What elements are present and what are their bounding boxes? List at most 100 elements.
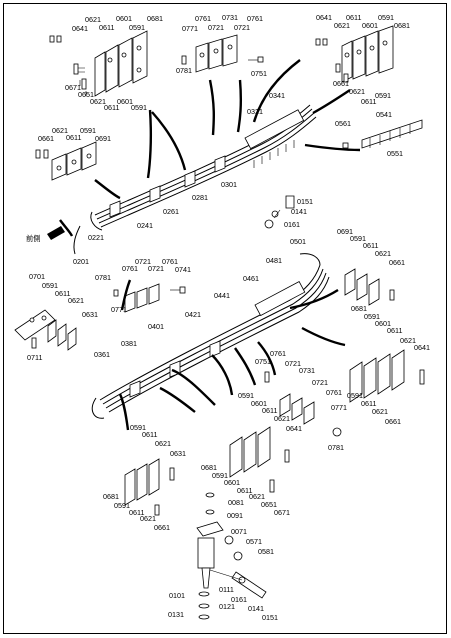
- clamp-group-bottom-middle: [229, 426, 290, 493]
- part-label-0441: 0441: [214, 291, 230, 300]
- part-label-0321: 0321: [247, 107, 263, 116]
- part-label-0781: 0781: [176, 66, 192, 75]
- part-label-0591: 0591: [129, 23, 145, 32]
- part-label-0081: 0081: [228, 498, 244, 507]
- part-label-0601: 0601: [375, 319, 391, 328]
- part-label-0621: 0621: [334, 21, 350, 30]
- part-label-0421: 0421: [185, 310, 201, 319]
- part-label-0591: 0591: [347, 391, 363, 400]
- part-label-0651: 0651: [78, 90, 94, 99]
- part-label-0641: 0641: [414, 343, 430, 352]
- part-label-0611: 0611: [363, 241, 378, 250]
- part-label-0201: 0201: [73, 257, 89, 266]
- part-label-0671: 0671: [274, 508, 290, 517]
- upper-fuel-pipe-assembly: [73, 104, 317, 255]
- front-direction-marker: 前側: [26, 226, 65, 243]
- part-label-0621: 0621: [249, 492, 265, 501]
- part-label-0621: 0621: [52, 126, 68, 135]
- part-label-0621: 0621: [375, 249, 391, 258]
- part-label-0751: 0751: [251, 69, 267, 78]
- part-label-0701: 0701: [29, 272, 45, 281]
- part-label-0151: 0151: [262, 613, 278, 622]
- clamp-group-lower-left: [14, 309, 77, 351]
- clamp-group-right-lower: [349, 349, 425, 403]
- part-label-0601: 0601: [116, 14, 132, 23]
- part-label-0301: 0301: [221, 180, 237, 189]
- part-label-0721: 0721: [312, 378, 328, 387]
- part-label-0621: 0621: [85, 15, 101, 24]
- part-label-0591: 0591: [350, 234, 366, 243]
- part-label-0621: 0621: [274, 414, 290, 423]
- part-label-0661: 0661: [38, 134, 54, 143]
- part-label-0761: 0761: [270, 349, 286, 358]
- part-label-0461: 0461: [243, 274, 259, 283]
- part-label-0771: 0771: [182, 24, 198, 33]
- part-label-0401: 0401: [148, 322, 164, 331]
- part-label-0771: 0771: [331, 403, 347, 412]
- part-label-0221: 0221: [88, 233, 104, 242]
- part-label-0681: 0681: [394, 21, 410, 30]
- part-label-0691: 0691: [337, 227, 353, 236]
- part-label-0591: 0591: [238, 391, 254, 400]
- part-label-0751: 0751: [255, 357, 271, 366]
- part-label-0611: 0611: [55, 289, 70, 298]
- part-label-0681: 0681: [201, 463, 217, 472]
- part-label-0611: 0611: [142, 430, 157, 439]
- part-label-0071: 0071: [231, 527, 247, 536]
- part-label-0561: 0561: [335, 119, 351, 128]
- part-label-0761: 0761: [195, 14, 211, 23]
- part-label-0611: 0611: [262, 406, 277, 415]
- part-label-0721: 0721: [234, 23, 250, 32]
- part-label-0761: 0761: [326, 388, 342, 397]
- part-label-0481: 0481: [266, 256, 282, 265]
- part-label-0731: 0731: [299, 366, 315, 375]
- part-label-0601: 0601: [224, 478, 240, 487]
- part-label-0621: 0621: [68, 296, 84, 305]
- part-label-0641: 0641: [286, 424, 302, 433]
- part-label-0631: 0631: [82, 310, 98, 319]
- part-label-0541: 0541: [376, 110, 392, 119]
- part-label-0591: 0591: [212, 471, 228, 480]
- part-label-0591: 0591: [131, 103, 147, 112]
- part-label-0261: 0261: [163, 207, 179, 216]
- part-label-0641: 0641: [316, 13, 332, 22]
- part-label-0741: 0741: [175, 265, 191, 274]
- clamp-group-right-upper: [344, 268, 395, 306]
- part-label-0651: 0651: [261, 500, 277, 509]
- part-label-0161: 0161: [231, 595, 247, 604]
- clamp-group-center: [264, 371, 342, 437]
- clamp-group-bottom-left: [124, 458, 175, 516]
- clamp-group-left-middle: [35, 141, 97, 181]
- part-label-0591: 0591: [378, 13, 394, 22]
- part-label-0621: 0621: [372, 407, 388, 416]
- part-label-0591: 0591: [130, 423, 146, 432]
- part-label-0611: 0611: [361, 399, 376, 408]
- part-label-0691: 0691: [95, 134, 111, 143]
- part-label-0781: 0781: [328, 443, 344, 452]
- part-label-0681: 0681: [147, 14, 163, 23]
- part-label-0591: 0591: [375, 91, 391, 100]
- part-label-0721: 0721: [135, 257, 151, 266]
- part-label-0281: 0281: [192, 193, 208, 202]
- part-label-0111: 0111: [219, 585, 234, 594]
- part-label-0341: 0341: [269, 91, 285, 100]
- part-label-0621: 0621: [400, 336, 416, 345]
- part-label-0091: 0091: [227, 511, 243, 520]
- part-label-0711: 0711: [27, 353, 42, 362]
- fitting-0151: [264, 195, 295, 229]
- part-label-0721: 0721: [148, 264, 164, 273]
- clamp-group-upper-left: [49, 30, 148, 97]
- part-label-0661: 0661: [333, 79, 349, 88]
- part-label-0661: 0661: [154, 523, 170, 532]
- part-label-0761: 0761: [162, 257, 178, 266]
- part-label-0681: 0681: [103, 492, 119, 501]
- part-label-0581: 0581: [258, 547, 274, 556]
- fuel-rail: [342, 119, 423, 149]
- part-label-0681: 0681: [351, 304, 367, 313]
- part-label-0611: 0611: [99, 23, 114, 32]
- part-label-0141: 0141: [248, 604, 264, 613]
- part-label-0621: 0621: [349, 87, 365, 96]
- part-label-0611: 0611: [361, 97, 376, 106]
